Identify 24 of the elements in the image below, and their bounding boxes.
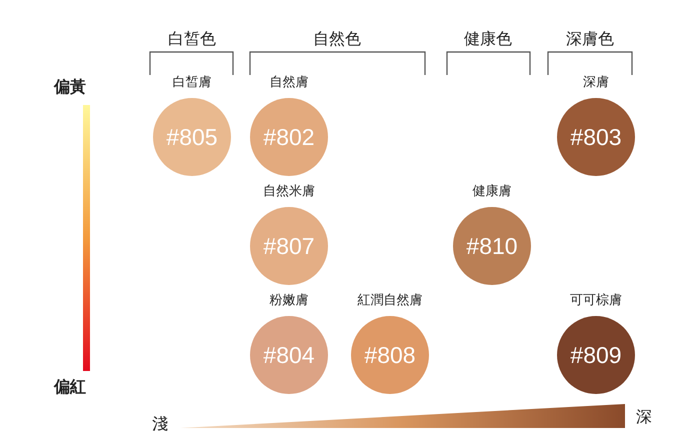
scale-label: 偏黃: [54, 77, 86, 98]
group-heading: 健康色: [464, 29, 512, 50]
shade-swatch-circle: #809: [557, 316, 635, 394]
shade-swatch-circle: #807: [250, 207, 328, 285]
shade-swatch-circle: #810: [453, 207, 531, 285]
shade-name: 粉嫩膚: [270, 292, 308, 310]
group-heading: 自然色: [313, 29, 361, 50]
shade-name: 自然膚: [270, 74, 308, 92]
shade-name: 白皙膚: [172, 74, 212, 92]
shade-name: 紅潤自然膚: [358, 292, 422, 310]
shade-swatch-circle: #804: [250, 316, 328, 394]
shade-name: 深膚: [583, 74, 609, 92]
scale-label: 淺: [152, 414, 168, 435]
shade-swatch-circle: #805: [153, 98, 231, 176]
scale-label: 偏紅: [54, 377, 86, 398]
group-heading: 深膚色: [566, 29, 614, 50]
shade-name: 自然米膚: [263, 183, 315, 201]
group-heading: 白皙色: [168, 29, 216, 50]
shade-swatch-circle: #808: [351, 316, 429, 394]
shade-name: 健康膚: [472, 183, 512, 201]
shade-name: 可可棕膚: [570, 292, 622, 310]
scale-label: 深: [636, 407, 652, 428]
shade-swatch-circle: #802: [250, 98, 328, 176]
shade-swatch-circle: #803: [557, 98, 635, 176]
